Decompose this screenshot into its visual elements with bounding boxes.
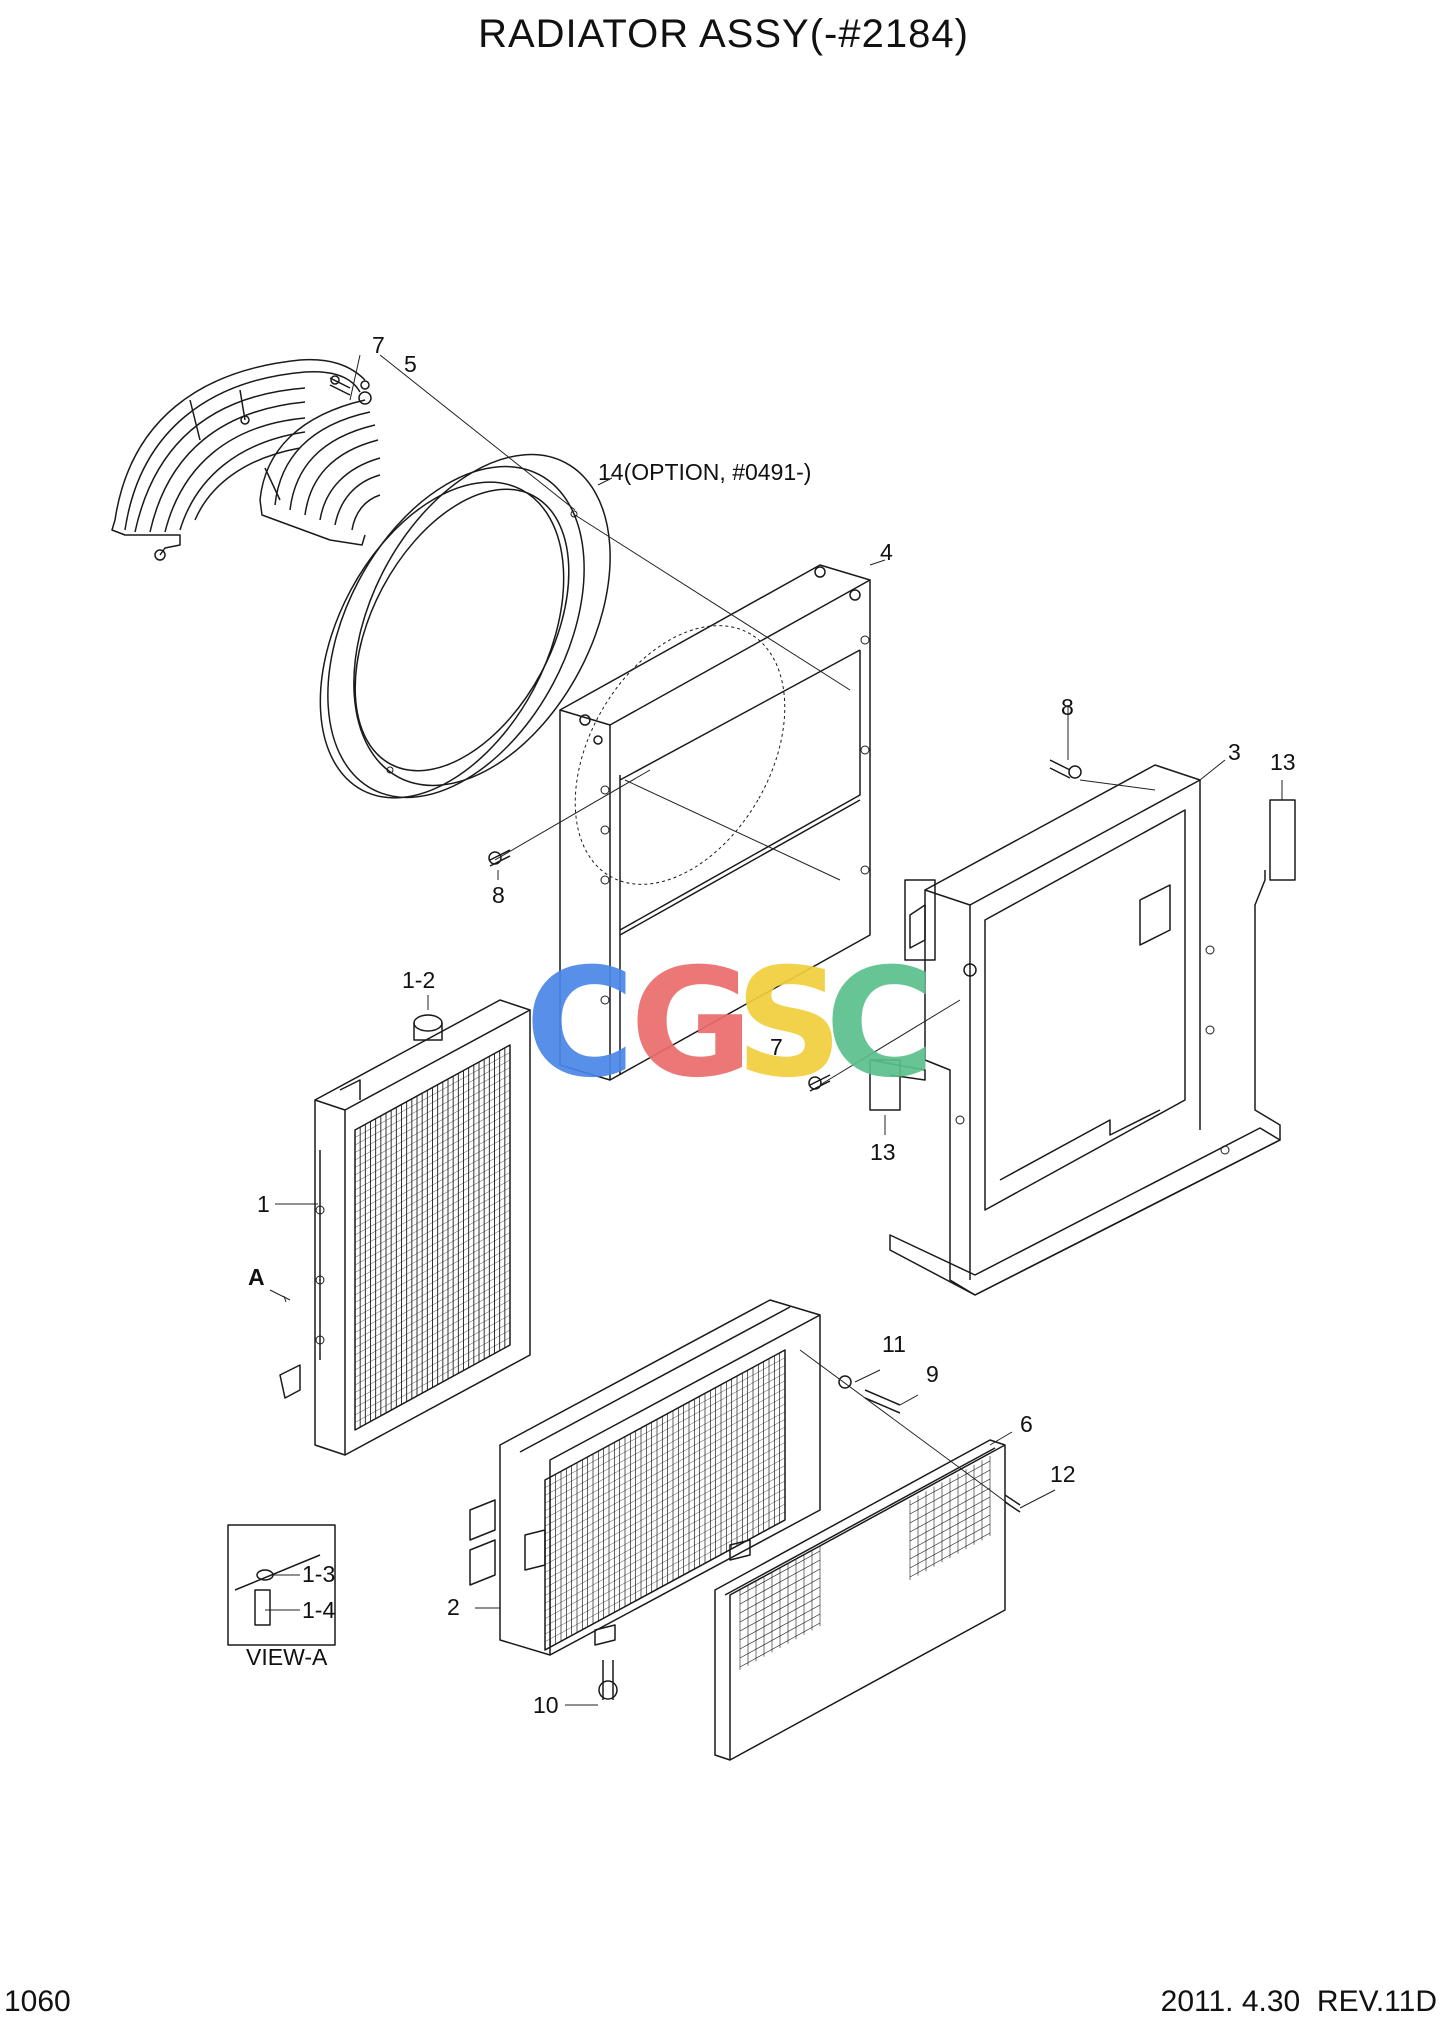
oil-cooler	[469, 1299, 821, 1656]
callout-5: 5	[404, 351, 417, 377]
callout-1-2: 1-2	[402, 967, 435, 993]
fan-guard	[111, 358, 381, 561]
watermark-letter-c2: C	[825, 937, 935, 1111]
shroud-frame	[559, 564, 871, 1081]
watermark-letter-c1: C	[525, 937, 635, 1111]
callout-11: 11	[882, 1331, 906, 1357]
callout-2: 2	[447, 1594, 460, 1620]
callout-7-mid: 7	[770, 1034, 783, 1060]
callout-14: 14(OPTION, #0491-)	[598, 459, 811, 485]
callout-a: A	[248, 1264, 265, 1290]
radiator-core	[279, 999, 531, 1456]
callout-13-right: 13	[1270, 749, 1296, 775]
callout-4: 4	[880, 539, 893, 565]
revision-date: 2011. 4.30 REV.11D	[1160, 1985, 1437, 2018]
watermark-letter-s: S	[735, 937, 843, 1111]
radiator-support-frame	[889, 764, 1281, 1296]
callout-12: 12	[1050, 1461, 1076, 1487]
callout-1-4: 1-4	[302, 1597, 335, 1623]
view-a-label: VIEW-A	[246, 1644, 328, 1670]
callout-13-mid: 13	[870, 1139, 896, 1165]
callout-3: 3	[1228, 739, 1241, 765]
callout-7-top: 7	[372, 332, 385, 358]
callout-1: 1	[257, 1191, 270, 1217]
callout-1-3: 1-3	[302, 1561, 335, 1587]
page-number: 1060	[4, 1985, 71, 2018]
callout-10: 10	[533, 1692, 559, 1718]
fan-shroud-ring	[319, 453, 611, 799]
fasteners	[329, 377, 1082, 1700]
watermark-letter-g: G	[630, 937, 753, 1111]
brackets	[869, 799, 1296, 1111]
callout-8-right: 8	[1061, 694, 1074, 720]
callouts: 7 5 14(OPTION, #0491-) 4 8 3 13 8 1-2 7 …	[246, 332, 1296, 1718]
screen	[714, 1439, 1006, 1761]
watermark: C G S C	[525, 937, 935, 1111]
callout-9: 9	[926, 1361, 939, 1387]
callout-6: 6	[1020, 1411, 1033, 1437]
leader-lines	[265, 354, 1283, 1706]
callout-8-left: 8	[492, 882, 505, 908]
page-title: RADIATOR ASSY(-#2184)	[478, 12, 969, 56]
